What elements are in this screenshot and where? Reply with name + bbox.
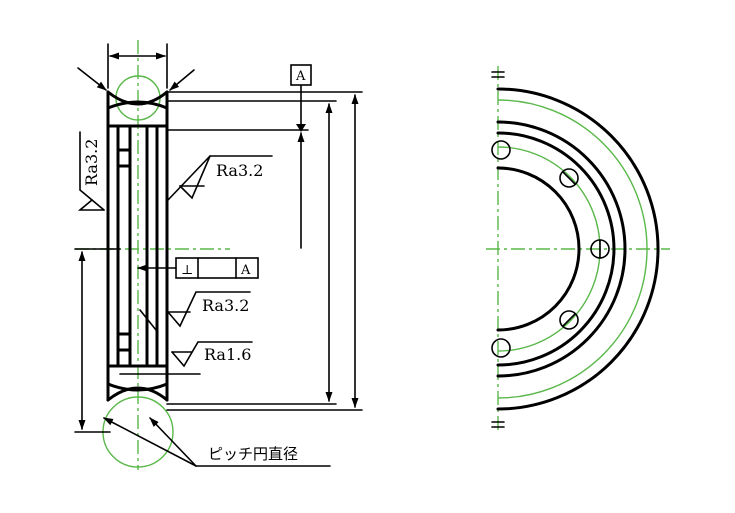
front-outer-arc — [496, 87, 660, 411]
datum-a-label: A — [295, 69, 306, 84]
bolt-hole — [491, 140, 511, 160]
bolt-hole-top — [116, 148, 132, 168]
groove-bottom — [106, 386, 169, 402]
roughness-callout-middle: Ra3.2 — [139, 291, 251, 331]
section-view: Ra3.2 Ra3.2 ⊥ A Ra3.2 — [74, 40, 363, 470]
groove-top — [106, 90, 169, 106]
perpendicularity-frame: ⊥ A — [137, 257, 259, 279]
bolt-hole-bottom — [116, 332, 132, 352]
groove-arrow-left — [77, 67, 107, 91]
pitch-circle-leader: ピッチ円直径 — [103, 417, 331, 467]
groove-top-inner — [106, 100, 169, 110]
front-bore-arc — [496, 166, 581, 332]
perpendicularity-datum: A — [240, 263, 251, 278]
front-rim-arc-1 — [496, 120, 627, 378]
groove-bottom-inner — [106, 382, 169, 392]
half-front-view — [486, 66, 670, 430]
pitch-circle-label: ピッチ円直径 — [208, 445, 298, 463]
bolt-hole — [491, 338, 511, 358]
roughness-label-middle: Ra3.2 — [202, 296, 249, 315]
roughness-label-lower: Ra1.6 — [204, 345, 251, 364]
roughness-label-left: Ra3.2 — [82, 139, 101, 186]
datum-a: A — [290, 64, 312, 132]
roughness-label-upper: Ra3.2 — [216, 161, 263, 180]
bolt-hole — [559, 310, 579, 330]
roughness-symbol-left: Ra3.2 — [77, 131, 105, 211]
groove-arrow-right — [169, 69, 195, 91]
bolt-holes — [491, 140, 610, 358]
front-pitch-arc — [497, 99, 648, 399]
front-rim-arc-2 — [496, 131, 616, 367]
perpendicularity-symbol: ⊥ — [181, 263, 193, 278]
bolt-hole — [559, 168, 579, 188]
roughness-callout-upper: Ra3.2 — [167, 155, 273, 201]
roughness-callout-lower: Ra1.6 — [119, 341, 253, 375]
